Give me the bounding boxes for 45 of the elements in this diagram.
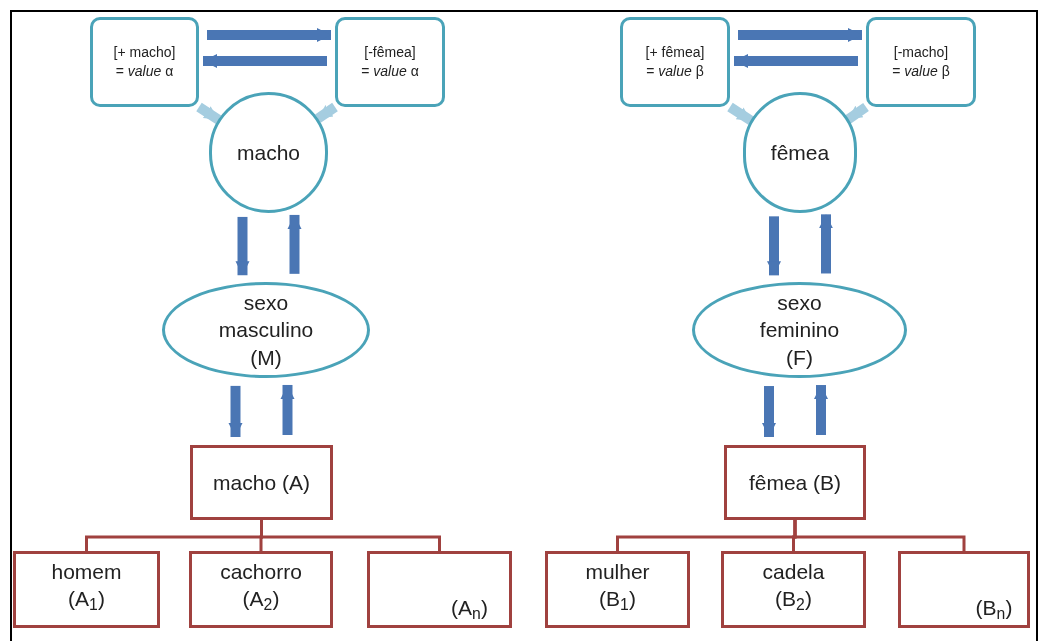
node-label: (B$_{n}$) [975,594,1013,621]
node-label: [+ macho] = value α [113,43,176,81]
arrow [738,28,862,42]
instance-box [189,551,333,628]
connector-line [793,520,966,551]
instance-box [367,551,512,628]
node-label: macho [237,139,300,166]
arrow [767,216,781,276]
arrow [280,384,295,435]
instance-box [898,551,1030,628]
arrow [207,28,331,42]
node-label: cadela (B$_{2}$) [761,559,826,613]
arrow [762,386,776,437]
feature-box [620,17,730,107]
feature-box [866,17,976,107]
node-label: macho (A) [213,469,310,496]
arrow [315,102,338,123]
arrow [203,54,327,68]
arrow [235,216,250,276]
arrow [814,385,828,435]
node-label: homem (A$_{1}$) [50,559,123,613]
instance-box [13,551,160,628]
arrow [727,102,755,126]
node-label: fêmea (B) [748,469,842,496]
arrow [819,214,833,274]
node-label: sexo masculino (M) [217,290,315,371]
instance-box [545,551,690,628]
arrow [734,54,858,68]
node-label: (A$_{n}$) [451,594,488,621]
node-label: sexo feminino (F) [758,290,841,371]
node-label: cachorro (A$_{2}$) [219,559,303,613]
node-label: [+ fêmea] = value β [644,43,706,81]
arrow [196,102,222,124]
category-box [190,445,333,520]
arrow [287,214,302,274]
node-label: [-fêmea] = value α [360,43,420,81]
feature-box [335,17,445,107]
node-label: fêmea [770,139,830,166]
instance-box [721,551,866,628]
arrow [228,385,243,437]
node-label: [-macho] = value β [891,43,951,81]
feature-box [90,17,199,107]
category-box [724,445,866,520]
node-label: mulher (B$_{1}$) [584,559,651,613]
arrow [844,102,869,124]
